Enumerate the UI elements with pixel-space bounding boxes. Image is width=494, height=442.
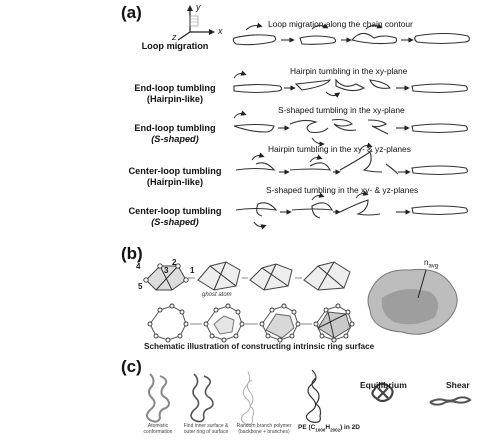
equilibrium-label: Equilibrium: [360, 380, 407, 390]
row1-state-2: [300, 36, 336, 44]
panel-a-sketches: [0, 0, 494, 240]
panel-b-caption: Schematic illustration of constructing i…: [144, 342, 374, 351]
caption-atomistic: Atomistic conformation: [138, 424, 178, 435]
ring-step-4: [304, 262, 350, 290]
ring-step-2: [198, 262, 240, 290]
node-label-2: 2: [172, 258, 176, 267]
caption-pe-2d: PE (C1000H2002) in 2D: [298, 424, 360, 432]
inner-surface-image: [191, 374, 213, 422]
node-label-3: 3: [164, 266, 168, 275]
node-label-4: 4: [136, 262, 140, 271]
pe-suffix: ) in 2D: [340, 424, 360, 431]
row1-state-4: [415, 34, 470, 44]
row1-state-3: [352, 33, 397, 43]
ring-step-3: [250, 264, 292, 290]
pe-2d-image: [306, 370, 320, 422]
row1-state-1: [233, 35, 275, 45]
caption-branch-polymer: Random branch polymer (backbone + branch…: [236, 424, 292, 435]
atomistic-conformation-image: [147, 374, 169, 422]
node-label-1: 1: [190, 266, 194, 275]
pe-sub-c: 1000: [315, 427, 325, 432]
caption-inner-surface: Find inner surface & outer ring of surfa…: [180, 424, 232, 435]
n-avg-sub: avg: [428, 264, 438, 270]
shear-label: Shear: [446, 380, 470, 390]
ring-surface-image: [368, 269, 457, 334]
pe-prefix: PE (C: [298, 424, 315, 431]
shear-image: [430, 397, 470, 404]
node-label-5: 5: [138, 282, 142, 291]
pe-sub-h: 2002: [330, 427, 340, 432]
branch-polymer-image: [241, 372, 253, 424]
n-avg-label: navg: [424, 258, 438, 270]
ghost-atom-label: ghost atom: [202, 292, 232, 298]
